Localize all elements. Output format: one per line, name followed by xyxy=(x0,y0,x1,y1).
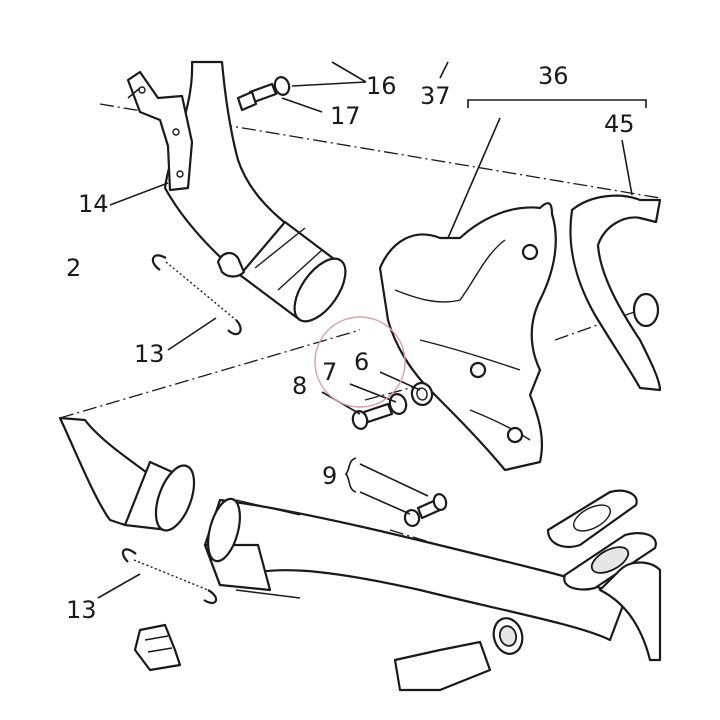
label-13-lower: 13 xyxy=(66,596,97,624)
label-17: 17 xyxy=(330,102,361,130)
label-2: 2 xyxy=(66,254,81,282)
highlight-circle xyxy=(314,316,406,408)
bolt-17-assembly xyxy=(236,76,291,112)
spring-lower xyxy=(121,548,218,605)
exhaust-flanges xyxy=(546,489,662,662)
mounting-bracket xyxy=(126,70,194,192)
part-labels: 2 6 7 8 9 13 13 14 16 17 36 37 45 xyxy=(66,62,635,624)
label-37: 37 xyxy=(420,82,451,110)
bolt-8-assembly xyxy=(351,381,434,430)
label-16: 16 xyxy=(366,72,397,100)
frame-section xyxy=(569,194,662,392)
label-9: 9 xyxy=(322,462,337,490)
label-8: 8 xyxy=(292,372,307,400)
heat-shield xyxy=(378,202,557,472)
label-45: 45 xyxy=(604,110,635,138)
label-6: 6 xyxy=(354,348,369,376)
leader-lines xyxy=(97,61,647,599)
label-14: 14 xyxy=(78,190,109,218)
spring-upper xyxy=(151,254,242,336)
lower-exhaust-pipe xyxy=(58,416,627,692)
bolt-9-assembly xyxy=(403,493,448,528)
upper-exhaust-pipe xyxy=(163,60,347,323)
bottom-left-clip xyxy=(133,623,182,672)
label-36: 36 xyxy=(538,62,569,90)
label-7: 7 xyxy=(322,358,337,386)
label-13-upper: 13 xyxy=(134,340,165,368)
